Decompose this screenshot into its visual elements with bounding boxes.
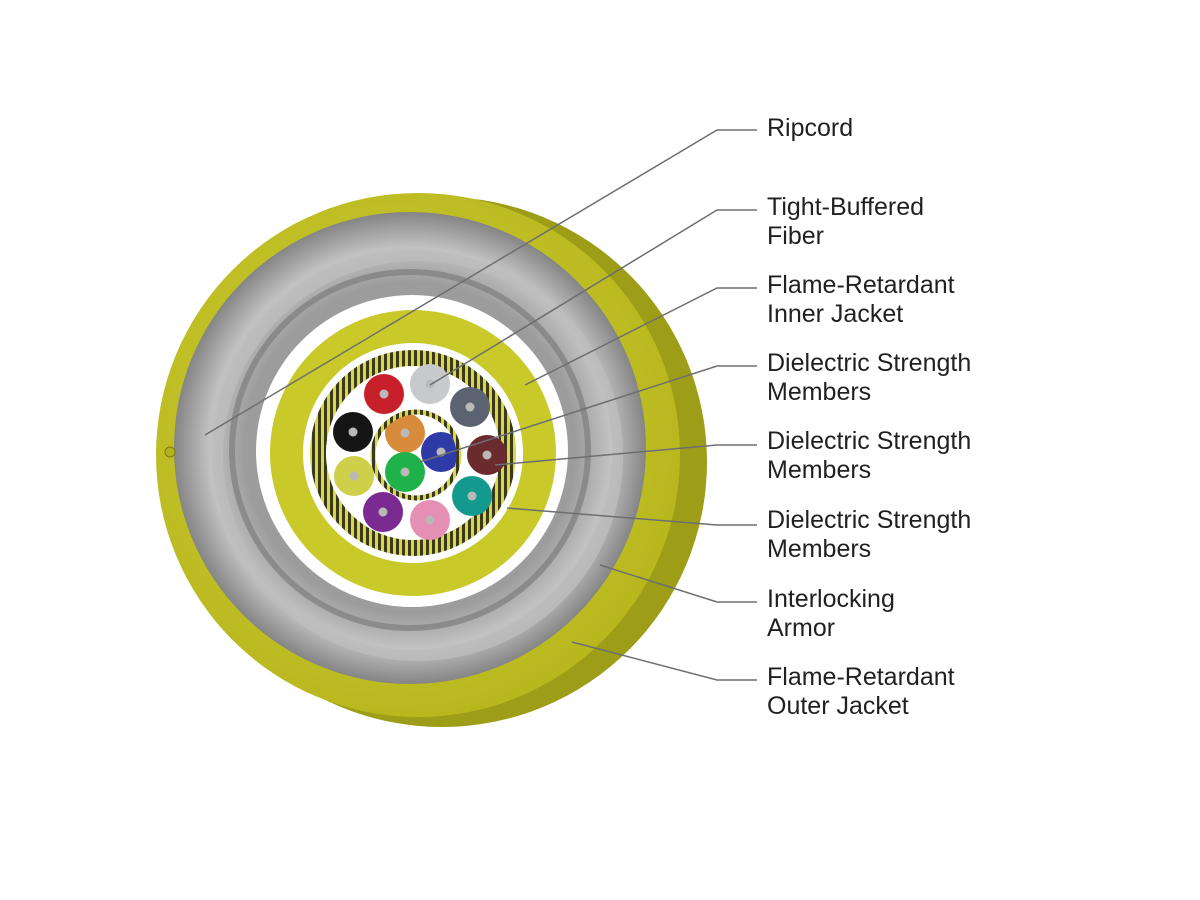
label-inner-jacket: Flame-Retardant Inner Jacket	[767, 271, 955, 329]
label-strength-members-3-line-1: Dielectric Strength	[767, 506, 972, 534]
leader-line-interlocking-armor	[599, 564, 757, 603]
leader-line-strength-members-1	[419, 365, 757, 463]
armor-groove	[229, 269, 591, 631]
label-tight-buffered-fiber-line-2: Fiber	[767, 222, 824, 250]
label-ripcord-line-1: Ripcord	[767, 114, 854, 142]
leader-line-tight-buffered-fiber	[429, 209, 757, 386]
label-inner-jacket-line-2: Inner Jacket	[767, 300, 904, 328]
ripcord	[164, 446, 176, 458]
leader-lines	[204, 129, 757, 681]
fiber-rose-core	[425, 515, 435, 525]
label-strength-members-3-line-2: Members	[767, 535, 872, 563]
label-outer-jacket-line-2: Outer Jacket	[767, 692, 909, 720]
label-strength-members-1-line-1: Dielectric Strength	[767, 349, 972, 377]
fiber-violet-core	[378, 507, 388, 517]
fiber-black-core	[348, 427, 358, 437]
label-tight-buffered-fiber: Tight-Buffered Fiber	[767, 193, 924, 251]
leader-line-outer-jacket	[571, 641, 757, 681]
label-strength-members-1: Dielectric Strength Members	[767, 349, 971, 407]
leader-line-strength-members-2	[494, 444, 757, 466]
leader-line-ripcord	[204, 129, 757, 436]
fiber-green-core	[400, 467, 410, 477]
label-tight-buffered-fiber-line-1: Tight-Buffered	[767, 193, 925, 221]
label-interlocking-armor: Interlocking Armor	[767, 585, 895, 643]
label-ripcord: Ripcord	[767, 114, 853, 143]
label-strength-members-1-line-2: Members	[767, 378, 872, 406]
label-strength-members-2-line-2: Members	[767, 456, 872, 484]
strength-member-ring-outer	[310, 350, 516, 556]
label-strength-members-2: Dielectric Strength Members	[767, 427, 971, 485]
leader-line-inner-jacket	[524, 287, 757, 386]
fiber-gray-core	[465, 402, 475, 412]
armor-ridge	[213, 251, 623, 661]
fiber-red-core	[379, 389, 389, 399]
label-strength-members-3: Dielectric Strength Members	[767, 506, 971, 564]
label-outer-jacket-line-1: Flame-Retardant	[767, 663, 955, 691]
label-inner-jacket-line-1: Flame-Retardant	[767, 271, 955, 299]
fiber-slate-core	[425, 379, 435, 389]
label-strength-members-2-line-1: Dielectric Strength	[767, 427, 972, 455]
leader-line-strength-members-3	[506, 507, 757, 526]
label-outer-jacket: Flame-Retardant Outer Jacket	[767, 663, 955, 721]
label-interlocking-armor-line-2: Armor	[767, 614, 836, 642]
strength-member-ring-center	[370, 409, 462, 501]
fiber-aqua-core	[467, 491, 477, 501]
tight-buffered-fibers	[333, 364, 507, 540]
fiber-orange-core	[400, 428, 410, 438]
label-interlocking-armor-line-1: Interlocking	[767, 585, 895, 613]
fiber-brown-core	[482, 450, 492, 460]
fiber-yellow-core	[349, 471, 359, 481]
